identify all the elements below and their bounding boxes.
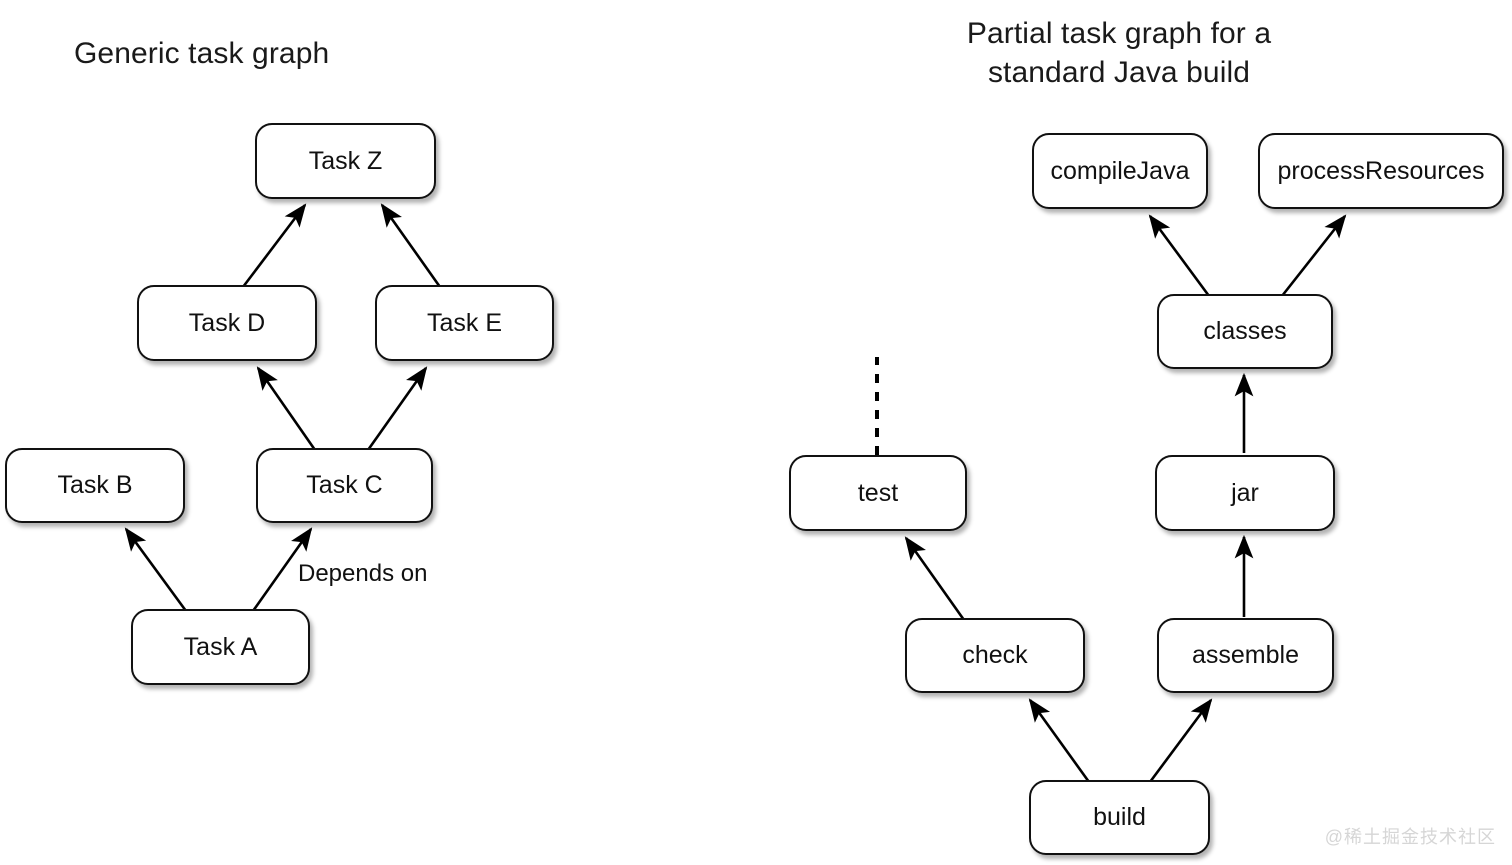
node-label: test <box>857 478 899 507</box>
node-taskD[interactable]: Task D <box>137 285 317 361</box>
edge-taskC-to-taskE <box>366 366 428 451</box>
node-check[interactable]: check <box>905 618 1085 693</box>
node-compileJava[interactable]: compileJava <box>1032 133 1208 209</box>
left-graph-title: Generic task graph <box>74 37 330 70</box>
node-taskB[interactable]: Task B <box>5 448 185 523</box>
node-label: Task Z <box>308 146 383 175</box>
node-label: assemble <box>1192 641 1299 669</box>
node-processResources[interactable]: processResources <box>1258 133 1504 209</box>
edge-taskD-to-taskZ <box>241 203 307 288</box>
node-classes[interactable]: classes <box>1157 294 1333 369</box>
edge-build-to-check <box>1028 698 1091 783</box>
node-label: Task C <box>306 471 383 499</box>
right-graph-edges <box>875 214 1347 783</box>
node-taskE[interactable]: Task E <box>375 285 554 361</box>
edge-classes-to-compileJava <box>1148 214 1211 297</box>
node-build[interactable]: build <box>1029 780 1210 855</box>
edge-taskA-to-taskB <box>124 527 188 612</box>
edge-taskC-to-taskD <box>256 366 317 451</box>
node-label: jar <box>1231 478 1259 507</box>
node-label: Task A <box>183 632 258 661</box>
node-label: classes <box>1203 317 1287 345</box>
node-label: processResources <box>1277 156 1485 185</box>
node-label: build <box>1093 803 1146 831</box>
node-jar[interactable]: jar <box>1155 455 1335 531</box>
node-test[interactable]: test <box>789 455 967 531</box>
left-graph-edges <box>124 203 442 612</box>
edge-build-to-assemble <box>1148 698 1213 783</box>
node-taskC[interactable]: Task C <box>256 448 433 523</box>
edge-classes-to-processResources <box>1280 214 1347 297</box>
depends-on-label: Depends on <box>298 560 428 587</box>
node-taskZ[interactable]: Task Z <box>255 123 436 199</box>
node-taskA[interactable]: Task A <box>131 609 310 685</box>
edge-taskE-to-taskZ <box>380 203 442 288</box>
node-label: check <box>962 641 1028 669</box>
watermark: @稀土掘金技术社区 <box>1324 827 1496 847</box>
node-label: compileJava <box>1050 156 1190 185</box>
node-label: Task E <box>426 308 503 337</box>
edge-taskA-to-taskC <box>251 527 313 612</box>
node-label: Task D <box>188 308 266 337</box>
edge-check-to-test <box>904 536 966 621</box>
node-assemble[interactable]: assemble <box>1157 618 1334 693</box>
right-graph-title: Partial task graph for a standard Java b… <box>966 17 1272 89</box>
node-label: Task B <box>57 471 133 499</box>
